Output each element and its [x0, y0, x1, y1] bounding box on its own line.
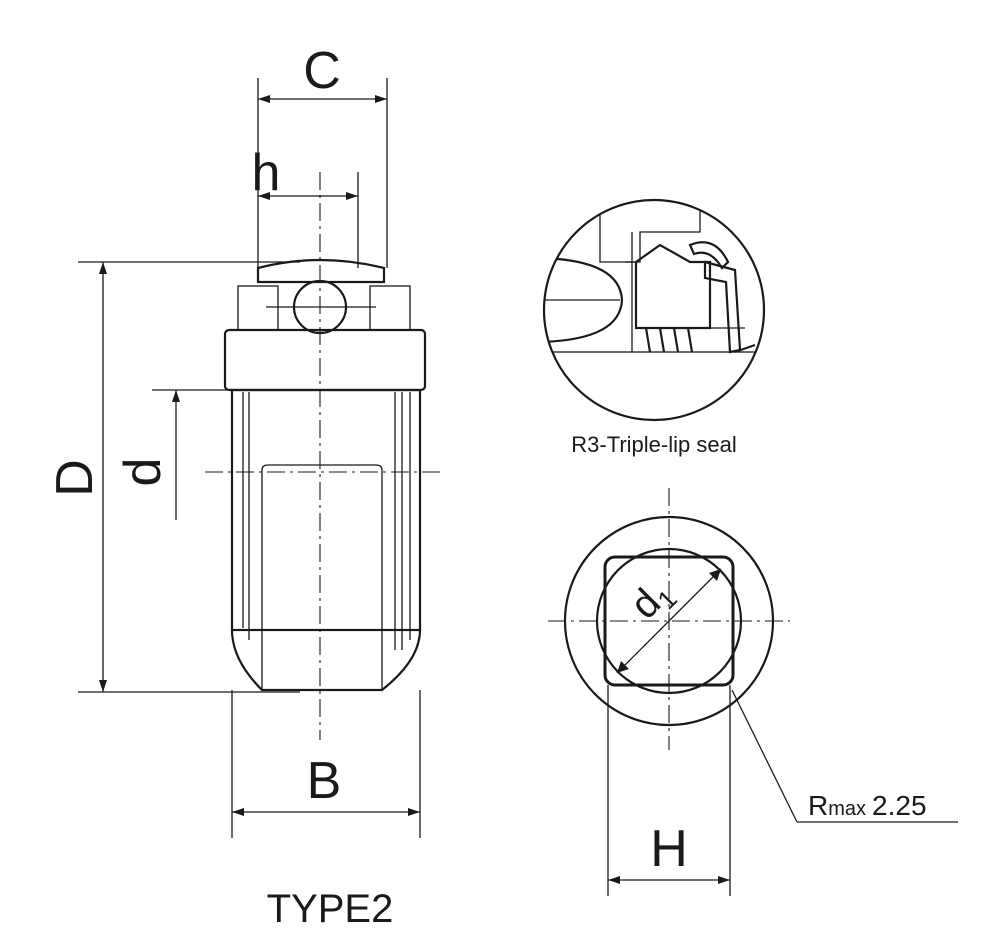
label-h-square: H	[650, 820, 688, 878]
label-d-bore: d	[114, 458, 172, 487]
label-b: B	[307, 752, 342, 810]
outer-ring-section	[256, 258, 386, 284]
label-d-outer: D	[46, 459, 104, 497]
seal-detail-view	[542, 198, 766, 422]
seal-caption: R3-Triple-lip seal	[571, 432, 736, 457]
inner-ring-bottom	[230, 629, 422, 692]
inner-ring-outline	[230, 388, 422, 632]
dimension-d-outer: D	[46, 261, 300, 693]
dimension-h: h	[252, 144, 359, 268]
left-seal	[237, 285, 279, 331]
bearing-section-view	[205, 172, 440, 740]
dimension-b: B	[231, 690, 421, 838]
dimension-d-bore: d	[114, 389, 232, 520]
right-seal	[369, 285, 411, 331]
inner-ring-section	[223, 328, 427, 392]
dimension-h-square: H	[607, 685, 731, 896]
d1-diagonal	[616, 568, 722, 674]
label-c: C	[303, 42, 341, 100]
type-label: TYPE2	[267, 887, 394, 931]
dimension-c: C	[257, 42, 388, 268]
svg-text:d1: d1	[622, 570, 683, 631]
inner-ring-grooves	[242, 392, 411, 690]
label-h: h	[252, 144, 281, 202]
square-bore-view: d1	[548, 488, 790, 750]
